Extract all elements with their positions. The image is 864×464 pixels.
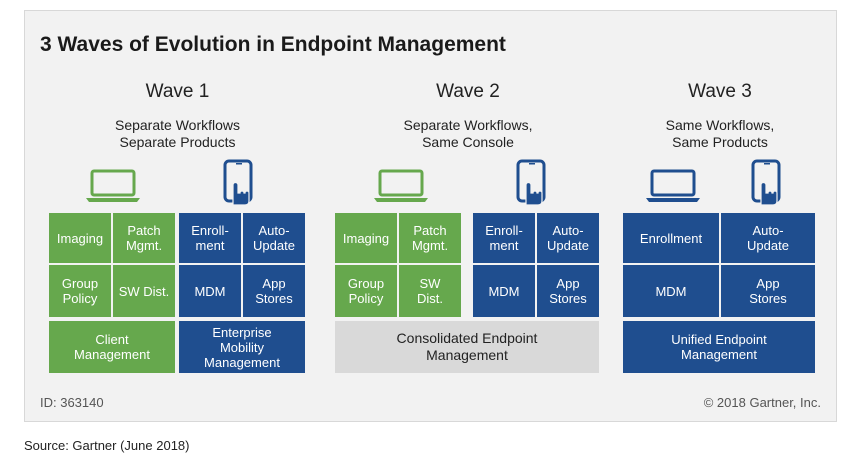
auto-update-box: Auto- Update: [721, 213, 815, 263]
wave-3-header: Wave 3 Same Workflows, Same Products: [625, 81, 815, 151]
enterprise-mobility-management-box: Enterprise Mobility Management: [179, 321, 305, 373]
app-stores-box: App Stores: [243, 265, 305, 317]
wave-1-description: Separate Workflows Separate Products: [114, 117, 240, 150]
auto-update-box: Auto- Update: [243, 213, 305, 263]
wave-3-name: Wave 3: [688, 81, 752, 102]
imaging-box: Imaging: [49, 213, 111, 263]
imaging-box: Imaging: [335, 213, 397, 263]
wave-1-header: Wave 1 Separate Workflows Separate Produ…: [70, 81, 285, 151]
group-policy-box: Group Policy: [49, 265, 111, 317]
tablet-touch-icon: [745, 159, 785, 207]
app-stores-box: App Stores: [721, 265, 815, 317]
wave-2-description: Separate Workflows, Same Console: [403, 117, 533, 150]
enrollment-box: Enroll- ment: [179, 213, 241, 263]
tablet-touch-icon: [217, 159, 257, 207]
laptop-icon: [85, 169, 141, 203]
diagram-title: 3 Waves of Evolution in Endpoint Managem…: [40, 33, 506, 56]
document-id: ID: 363140: [40, 395, 104, 410]
client-management-box: Client Management: [49, 321, 175, 373]
group-policy-box: Group Policy: [335, 265, 397, 317]
mdm-box: MDM: [473, 265, 535, 317]
mdm-box: MDM: [623, 265, 719, 317]
auto-update-box: Auto- Update: [537, 213, 599, 263]
app-stores-box: App Stores: [537, 265, 599, 317]
laptop-icon: [645, 169, 701, 203]
tablet-touch-icon: [510, 159, 550, 207]
enrollment-box: Enroll- ment: [473, 213, 535, 263]
sw-dist-box: SW Dist.: [399, 265, 461, 317]
sw-dist-box: SW Dist.: [113, 265, 175, 317]
patch-mgmt-box: Patch Mgmt.: [399, 213, 461, 263]
consolidated-endpoint-management-box: Consolidated Endpoint Management: [335, 321, 599, 373]
source-note: Source: Gartner (June 2018): [24, 438, 190, 453]
wave-1-name: Wave 1: [145, 81, 210, 102]
laptop-icon: [373, 169, 429, 203]
unified-endpoint-management-box: Unified Endpoint Management: [623, 321, 815, 373]
wave-3-description: Same Workflows, Same Products: [665, 117, 775, 150]
enrollment-box: Enrollment: [623, 213, 719, 263]
diagram-panel: 3 Waves of Evolution in Endpoint Managem…: [24, 10, 837, 422]
patch-mgmt-box: Patch Mgmt.: [113, 213, 175, 263]
copyright-notice: © 2018 Gartner, Inc.: [703, 395, 821, 410]
wave-2-header: Wave 2 Separate Workflows, Same Console: [349, 81, 587, 151]
mdm-box: MDM: [179, 265, 241, 317]
wave-2-name: Wave 2: [436, 81, 500, 102]
